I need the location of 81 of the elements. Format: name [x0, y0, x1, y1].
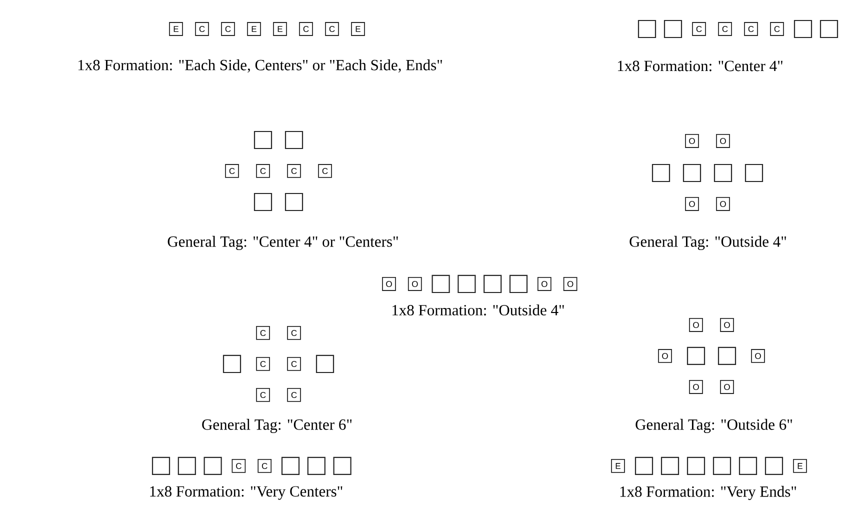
formation-caption: 1x8 Formation: "Outside 4" — [392, 304, 564, 316]
lettered-square: C — [718, 22, 732, 36]
lettered-square: O — [685, 197, 699, 211]
formation-caption: General Tag: "Center 6" — [202, 418, 352, 434]
lettered-square: C — [287, 357, 301, 371]
empty-square — [712, 456, 732, 476]
formation-caption: General Tag: "Center 4" or "Centers" — [168, 236, 398, 250]
lettered-square: C — [287, 388, 301, 402]
lettered-square: E — [169, 22, 183, 36]
formation-caption: 1x8 Formation: "Center 4" — [618, 60, 782, 72]
lettered-square: O — [537, 277, 552, 291]
lettered-square: O — [751, 349, 765, 363]
lettered-square: C — [258, 459, 272, 473]
empty-square — [634, 456, 654, 476]
empty-square — [316, 354, 334, 374]
lettered-square: C — [299, 22, 313, 36]
lettered-square: C — [692, 22, 706, 36]
empty-square — [652, 164, 670, 182]
empty-square — [664, 20, 682, 38]
empty-square — [718, 346, 736, 366]
lettered-square: E — [793, 459, 807, 473]
lettered-square: O — [408, 277, 422, 291]
lettered-square: E — [247, 22, 261, 36]
lettered-square: E — [273, 22, 287, 36]
lettered-square: C — [232, 459, 246, 473]
lettered-square: C — [770, 22, 784, 36]
empty-square — [333, 456, 352, 476]
empty-square — [714, 164, 732, 182]
lettered-square: C — [325, 22, 339, 36]
lettered-square: C — [256, 164, 270, 178]
lettered-square: O — [720, 380, 734, 394]
empty-square — [764, 456, 784, 476]
empty-square — [178, 456, 196, 476]
empty-square — [284, 130, 304, 150]
empty-square — [281, 456, 300, 476]
lettered-square: C — [256, 326, 270, 340]
empty-square — [254, 192, 272, 212]
empty-square — [660, 456, 680, 476]
empty-square — [682, 164, 702, 182]
lettered-square: E — [611, 459, 625, 473]
formation-caption: 1x8 Formation: "Each Side, Centers" or "Each Side, Ends" — [78, 59, 442, 73]
lettered-square: C — [744, 22, 758, 36]
lettered-square: C — [256, 357, 270, 371]
lettered-square: C — [221, 22, 235, 36]
empty-square — [820, 20, 838, 38]
lettered-square: O — [563, 277, 578, 291]
empty-square — [738, 456, 758, 476]
empty-square — [307, 456, 326, 476]
empty-square — [284, 192, 304, 212]
lettered-square: O — [685, 134, 699, 148]
empty-square — [686, 456, 706, 476]
lettered-square: O — [689, 380, 703, 394]
formation-caption: 1x8 Formation: "Very Ends" — [620, 486, 796, 500]
empty-square — [794, 20, 812, 38]
empty-square — [204, 456, 222, 476]
lettered-square: E — [351, 22, 365, 36]
formation-caption: General Tag: "Outside 4" — [630, 236, 786, 250]
lettered-square: C — [195, 22, 209, 36]
empty-square — [484, 274, 502, 294]
empty-square — [222, 354, 242, 374]
lettered-square: O — [716, 197, 730, 211]
lettered-square: O — [716, 134, 730, 148]
empty-square — [638, 20, 656, 38]
empty-square — [254, 130, 272, 150]
formation-caption: General Tag: "Outside 6" — [636, 418, 792, 434]
empty-square — [458, 274, 476, 294]
empty-square — [152, 456, 170, 476]
lettered-square: C — [256, 388, 270, 402]
lettered-square: C — [287, 326, 301, 340]
lettered-square: O — [689, 318, 703, 332]
lettered-square: O — [720, 318, 734, 332]
empty-square — [432, 274, 450, 294]
empty-square — [509, 274, 528, 294]
lettered-square: O — [382, 277, 396, 291]
lettered-square: C — [287, 164, 301, 178]
formation-caption: 1x8 Formation: "Very Centers" — [150, 486, 342, 500]
lettered-square: C — [318, 164, 332, 178]
empty-square — [686, 346, 706, 366]
lettered-square: C — [225, 164, 239, 178]
empty-square — [744, 164, 764, 182]
lettered-square: O — [658, 349, 672, 363]
